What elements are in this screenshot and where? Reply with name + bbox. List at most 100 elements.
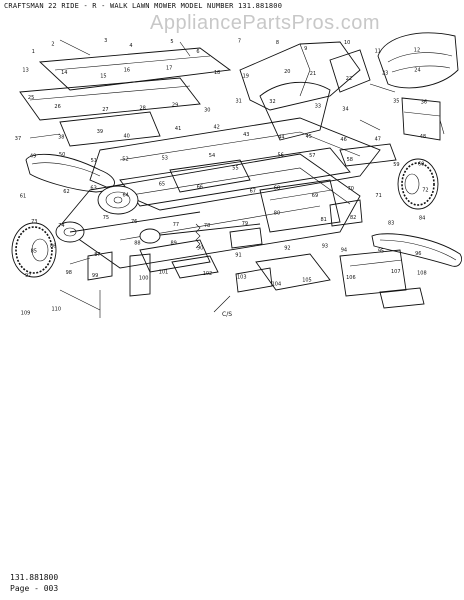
part-number-label: 43 — [243, 132, 249, 138]
part-number-label: 100 — [139, 275, 149, 281]
part-number-label: 70 — [348, 186, 354, 192]
part-number-label: 77 — [173, 222, 179, 228]
part-number-label: 105 — [302, 278, 312, 284]
part-number-label: 62 — [63, 189, 69, 195]
seat-bracket — [401, 97, 441, 141]
lower-right-plates — [255, 249, 425, 309]
part-number-label: 85 — [31, 248, 37, 254]
part-number-label: 97 — [25, 273, 31, 279]
part-number-label: 3 — [104, 38, 107, 44]
part-number-label: 50 — [59, 152, 65, 158]
diagram-header: CRAFTSMAN 22 RIDE - R - WALK LAWN MOWER … — [4, 2, 283, 10]
part-number-label: 27 — [102, 107, 108, 113]
part-number-label: 4 — [129, 43, 132, 49]
part-number-label: 74 — [58, 223, 64, 229]
part-number-label: 23 — [382, 71, 388, 77]
part-number-label: 75 — [103, 215, 109, 221]
part-number-label: 38 — [58, 135, 64, 141]
part-number-label: 58 — [347, 157, 353, 163]
part-number-label: 106 — [346, 275, 356, 281]
part-number-label: 110 — [52, 307, 62, 313]
part-number-label: 99 — [92, 273, 98, 279]
part-number-label: 60 — [418, 162, 424, 168]
part-number-label: 61 — [20, 193, 26, 199]
part-number-label: 48 — [420, 134, 426, 140]
part-number-label: 64 — [123, 193, 129, 199]
part-number-label: 96 — [415, 251, 421, 257]
part-number-label: 53 — [162, 155, 168, 161]
part-number-label: 82 — [350, 215, 356, 221]
part-number-label: 91 — [235, 253, 241, 259]
part-number-label: 73 — [31, 219, 37, 225]
part-number-label: 108 — [417, 270, 427, 276]
part-number-label: 31 — [236, 98, 242, 104]
part-number-label: 57 — [309, 153, 315, 159]
seat — [377, 32, 459, 89]
part-number-label: 7 — [238, 39, 241, 45]
part-number-label: 69 — [312, 193, 318, 199]
part-number-label: 17 — [166, 66, 172, 72]
part-number-label: 2 — [51, 42, 54, 48]
part-number-label: 51 — [91, 158, 97, 164]
footer-model-number: 131.881800 — [10, 573, 59, 582]
footer-page-number: Page - 003 — [10, 584, 59, 593]
part-number-label: 81 — [321, 217, 327, 223]
part-number-label: 89 — [171, 241, 177, 247]
part-number-label: 12 — [414, 48, 420, 54]
part-number-label: 93 — [322, 244, 328, 250]
part-number-label: 25 — [28, 95, 34, 101]
part-number-label: 34 — [342, 107, 348, 113]
part-number-label: 1 — [32, 49, 35, 55]
part-number-label: 49 — [30, 153, 36, 159]
part-number-label: 21 — [310, 71, 316, 77]
part-number-label: 16 — [124, 67, 130, 73]
part-number-label: 18 — [214, 70, 220, 76]
part-number-label: 11 — [375, 48, 381, 54]
part-number-label: 92 — [284, 246, 290, 252]
part-number-label: 95 — [378, 249, 384, 255]
part-number-label: 33 — [315, 104, 321, 110]
right-wheel — [397, 158, 439, 210]
part-number-label: 41 — [175, 126, 181, 132]
part-number-label: 52 — [122, 156, 128, 162]
part-number-label: 28 — [140, 105, 146, 111]
part-number-label: 101 — [159, 270, 169, 276]
part-number-label: 83 — [388, 220, 394, 226]
part-number-label: 103 — [237, 274, 247, 280]
left-wheel — [11, 222, 57, 278]
part-number-label: 56 — [278, 153, 284, 159]
part-number-label: 54 — [209, 153, 215, 159]
part-number-label: 88 — [134, 241, 140, 247]
part-number-label: 78 — [204, 223, 210, 229]
part-number-label: 79 — [242, 221, 248, 227]
part-number-label: 39 — [97, 129, 103, 135]
part-number-label: 15 — [100, 73, 106, 79]
part-number-label: 104 — [272, 282, 282, 288]
part-number-label: 90 — [197, 246, 203, 252]
part-number-label: 37 — [15, 136, 21, 142]
part-number-label: 24 — [414, 68, 420, 74]
part-number-label: 109 — [21, 311, 31, 317]
part-number-label: 13 — [22, 68, 28, 74]
part-number-label: 5 — [170, 39, 173, 45]
figure-label: C/S — [222, 311, 232, 318]
part-number-label: 40 — [124, 133, 130, 139]
part-number-label: 44 — [278, 135, 284, 141]
part-number-label: 76 — [131, 219, 137, 225]
part-number-label: 19 — [243, 73, 249, 79]
part-number-label: 87 — [94, 252, 100, 258]
part-number-label: 98 — [66, 270, 72, 276]
part-number-label: 20 — [284, 69, 290, 75]
part-number-label: 63 — [90, 185, 96, 191]
part-number-label: 8 — [276, 40, 279, 46]
axle-assembly — [69, 211, 263, 249]
part-number-label: 46 — [340, 137, 346, 143]
part-number-label: 29 — [172, 102, 178, 108]
part-number-label: 30 — [204, 108, 210, 114]
part-number-label: 47 — [375, 137, 381, 143]
part-number-label: 6 — [196, 49, 199, 55]
leader-lines — [29, 39, 445, 313]
part-number-label: 68 — [274, 186, 280, 192]
part-number-label: 45 — [306, 134, 312, 140]
main-chassis — [59, 117, 381, 273]
